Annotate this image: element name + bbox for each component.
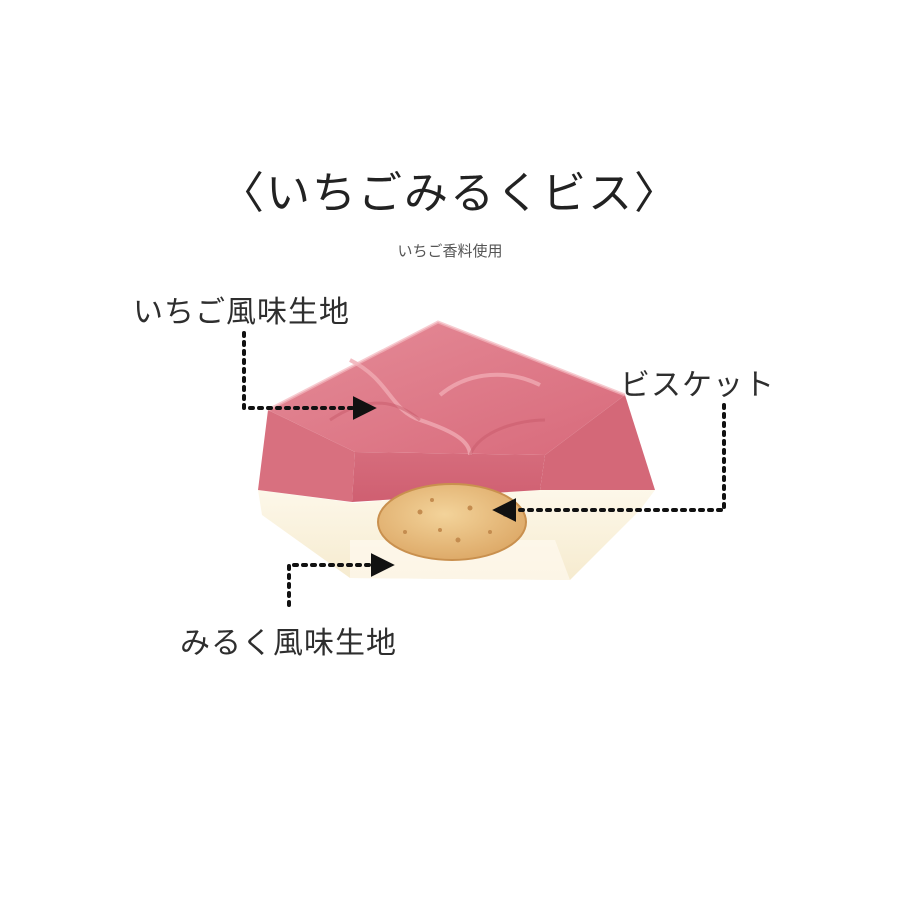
- biscuit-piece: [377, 483, 527, 561]
- label-biscuit: ビスケット: [620, 368, 775, 403]
- callout-arrow-milk: [287, 553, 395, 607]
- strawberry-flavor-layer: [258, 320, 655, 502]
- callout-arrow-strawberry: [242, 331, 377, 420]
- label-milk-layer: みるく風味生地: [180, 626, 397, 661]
- page-title: 〈いちごみるくビス〉: [220, 168, 680, 219]
- label-strawberry-layer: いちご風味生地: [133, 295, 350, 330]
- callout-arrow-biscuit: [492, 403, 726, 522]
- flavor-note: いちご香料使用: [397, 242, 503, 260]
